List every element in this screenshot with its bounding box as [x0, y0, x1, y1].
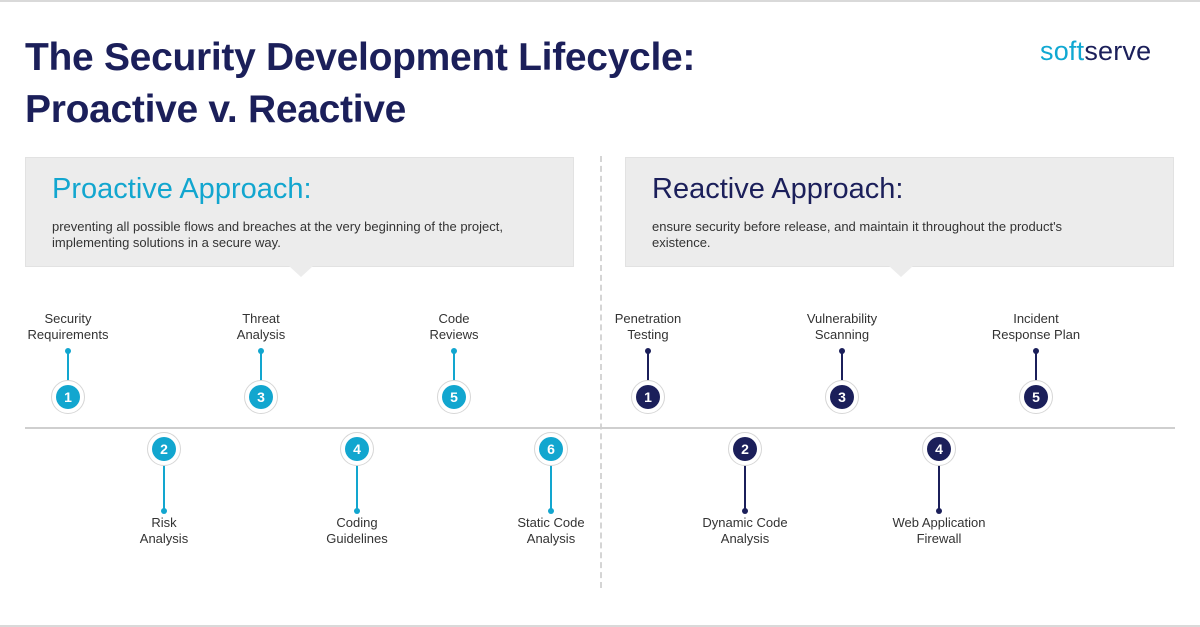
step-number: 6 — [539, 437, 563, 461]
step-connector — [453, 351, 455, 399]
logo-part-soft: soft — [1040, 36, 1085, 66]
step-marker: 1 — [631, 380, 665, 414]
step-label: Coding Guidelines — [326, 515, 388, 546]
step-connector — [67, 351, 69, 399]
step-number: 4 — [927, 437, 951, 461]
step-connector-dot — [354, 508, 360, 514]
step-marker: 5 — [437, 380, 471, 414]
step-connector-dot — [451, 348, 457, 354]
step-connector — [550, 465, 552, 510]
step-number: 5 — [1024, 385, 1048, 409]
step-label: Code Reviews — [429, 311, 479, 342]
step-label: Security Requirements — [27, 311, 109, 342]
step-label: Risk Analysis — [139, 515, 189, 546]
top-border — [0, 0, 1200, 2]
step-label: Incident Response Plan — [991, 311, 1081, 342]
step-connector — [1035, 351, 1037, 399]
step-label: Web Application Firewall — [892, 515, 986, 546]
proactive-heading: Proactive Approach: — [52, 173, 312, 205]
step-connector — [744, 465, 746, 510]
reactive-panel: Reactive Approach: ensure security befor… — [625, 157, 1174, 277]
step-connector — [841, 351, 843, 399]
reactive-panel-pointer — [889, 266, 913, 277]
step-marker: 6 — [534, 432, 568, 466]
step-connector — [938, 465, 940, 510]
step-connector-dot — [742, 508, 748, 514]
proactive-panel-pointer — [289, 266, 313, 277]
center-divider — [600, 156, 602, 588]
step-marker: 1 — [51, 380, 85, 414]
step-label: Static Code Analysis — [517, 515, 585, 546]
step-number: 5 — [442, 385, 466, 409]
step-connector — [163, 465, 165, 510]
step-connector-dot — [65, 348, 71, 354]
step-marker: 4 — [340, 432, 374, 466]
step-marker: 4 — [922, 432, 956, 466]
title-line-1: The Security Development Lifecycle: — [25, 36, 696, 79]
step-connector-dot — [161, 508, 167, 514]
step-marker: 2 — [147, 432, 181, 466]
proactive-panel: Proactive Approach: preventing all possi… — [25, 157, 574, 277]
step-connector-dot — [645, 348, 651, 354]
proactive-description: preventing all possible flows and breach… — [52, 219, 503, 250]
step-connector-dot — [936, 508, 942, 514]
step-connector-dot — [258, 348, 264, 354]
page-title: The Security Development Lifecycle: Proa… — [25, 32, 925, 136]
step-marker: 5 — [1019, 380, 1053, 414]
step-connector — [356, 465, 358, 510]
step-number: 1 — [56, 385, 80, 409]
step-number: 2 — [733, 437, 757, 461]
timeline-axis — [25, 427, 1175, 429]
step-label: Threat Analysis — [236, 311, 286, 342]
step-connector-dot — [1033, 348, 1039, 354]
step-marker: 2 — [728, 432, 762, 466]
step-marker: 3 — [825, 380, 859, 414]
step-connector — [647, 351, 649, 399]
step-label: Vulnerability Scanning — [806, 311, 878, 342]
step-connector-dot — [839, 348, 845, 354]
step-label: Dynamic Code Analysis — [702, 515, 788, 546]
bottom-border — [0, 625, 1200, 627]
softserve-logo: softserve — [1040, 36, 1151, 67]
reactive-description: ensure security before release, and main… — [652, 219, 1063, 250]
step-connector-dot — [548, 508, 554, 514]
step-label: Penetration Testing — [614, 311, 682, 342]
reactive-heading: Reactive Approach: — [652, 173, 904, 205]
step-connector — [260, 351, 262, 399]
logo-part-serve: serve — [1084, 36, 1152, 66]
step-number: 1 — [636, 385, 660, 409]
step-number: 4 — [345, 437, 369, 461]
title-line-2: Proactive v. Reactive — [25, 88, 407, 131]
step-number: 3 — [830, 385, 854, 409]
step-number: 2 — [152, 437, 176, 461]
step-number: 3 — [249, 385, 273, 409]
step-marker: 3 — [244, 380, 278, 414]
